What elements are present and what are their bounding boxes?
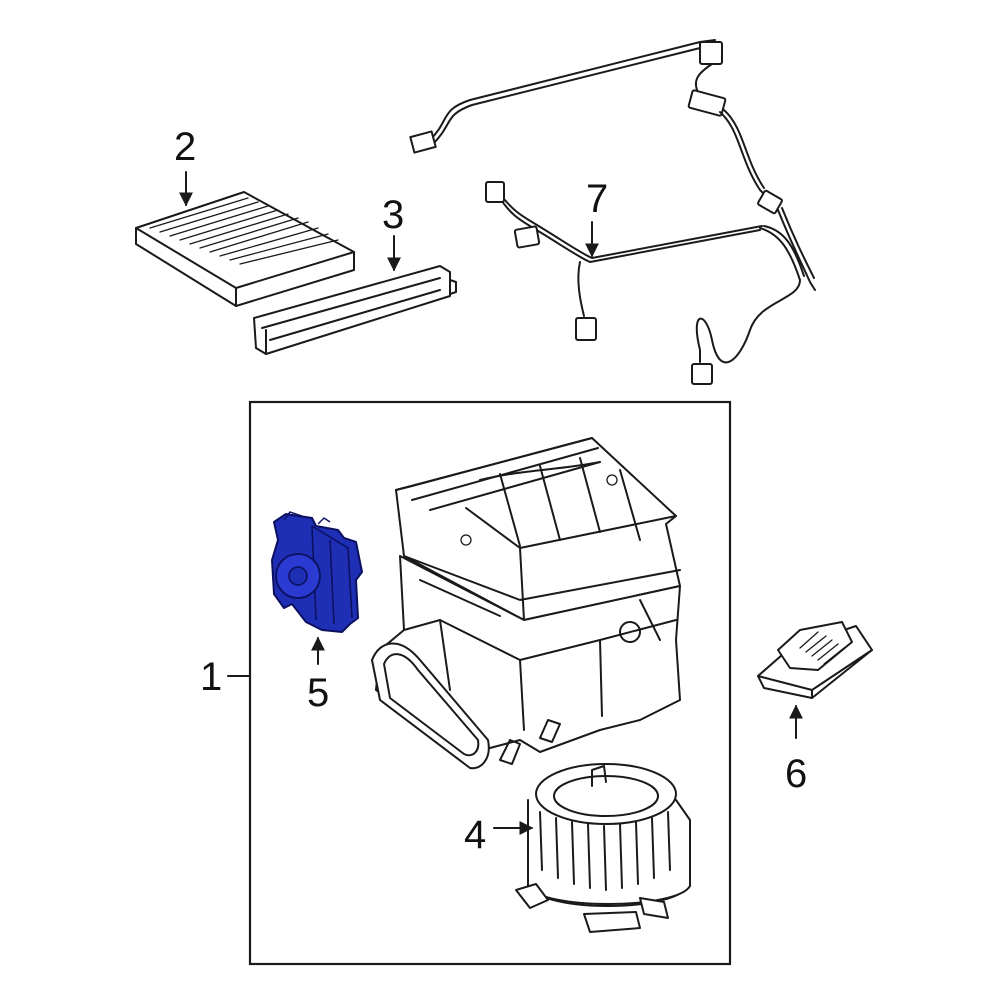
callout-4: 4 [464, 813, 486, 857]
wiring-harness [409, 39, 816, 385]
hvac-case [371, 437, 681, 770]
blower-motor [515, 763, 691, 933]
filter-cover [253, 265, 457, 355]
callout-2: 2 [174, 125, 196, 169]
cabin-filter [135, 191, 355, 307]
callout-1: 1 [200, 655, 222, 699]
blend-door-actuator [271, 511, 363, 633]
assembly-box [248, 400, 732, 966]
callout-6: 6 [785, 752, 807, 796]
callout-3: 3 [382, 193, 404, 237]
callout-5: 5 [307, 671, 329, 715]
callout-7: 7 [586, 177, 608, 221]
blower-resistor [757, 621, 873, 699]
